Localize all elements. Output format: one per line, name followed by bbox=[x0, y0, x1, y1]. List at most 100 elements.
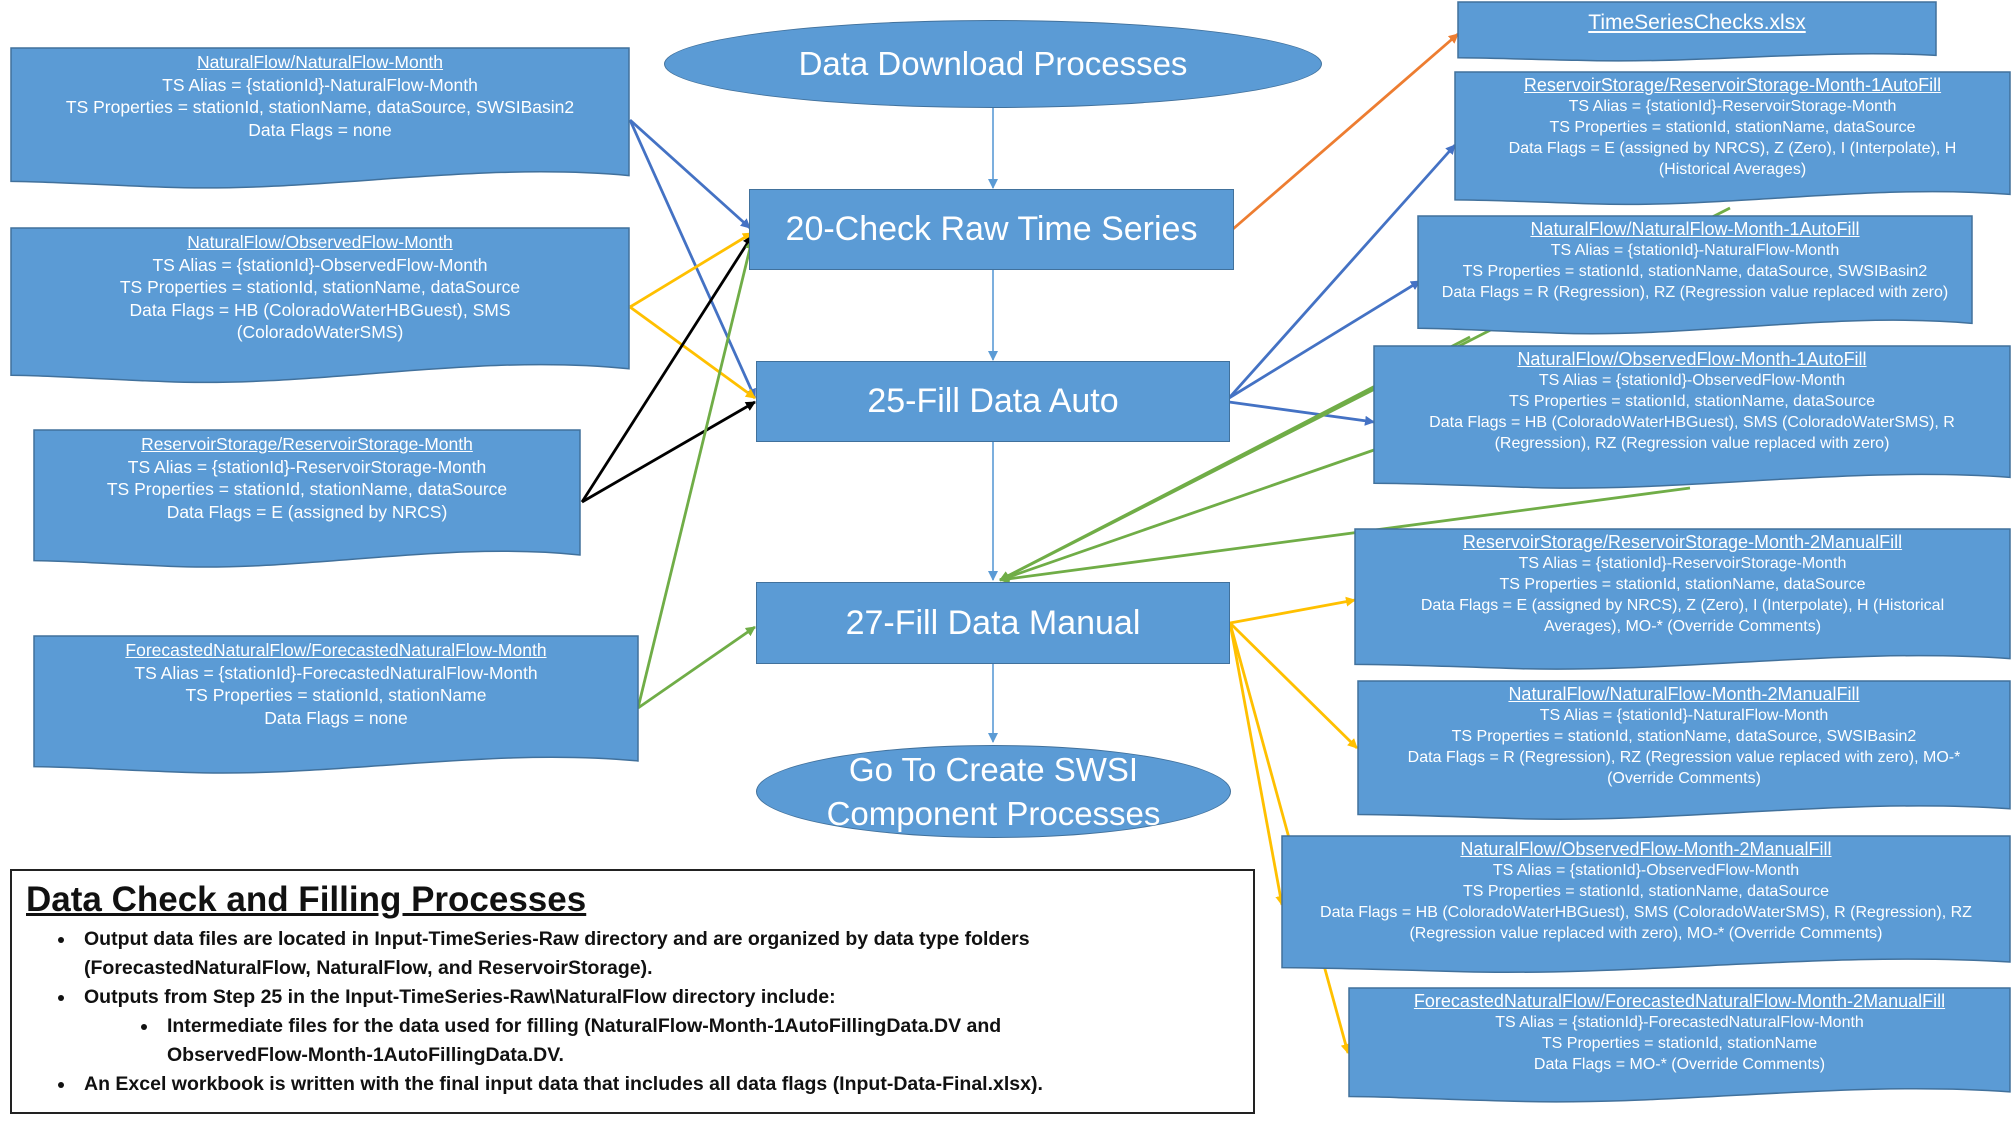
output-nat-manualfill-title[interactable]: NaturalFlow/NaturalFlow-Month-2ManualFil… bbox=[1508, 684, 1860, 704]
fill-manual-process[interactable]: 27-Fill Data Manual bbox=[756, 582, 1230, 664]
arrow-obs-autofill-to-manual bbox=[999, 448, 1375, 582]
fill-auto-process[interactable]: 25-Fill Data Auto bbox=[756, 361, 1230, 442]
input-observed-title[interactable]: NaturalFlow/ObservedFlow-Month bbox=[187, 232, 453, 252]
input-forecasted-props: TS Properties = stationId, stationName bbox=[185, 685, 487, 705]
input-forecasted-flags: Data Flags = none bbox=[264, 707, 408, 728]
input-forecasted-flow-doc[interactable]: ForecastedNaturalFlow/ForecastedNaturalF… bbox=[34, 636, 638, 778]
output-nat-autofill-props: TS Properties = stationId, stationName, … bbox=[1462, 263, 1928, 280]
end-label-line1: Go To Create SWSI bbox=[848, 750, 1139, 788]
input-observed-alias: TS Alias = {stationId}-ObservedFlow-Mont… bbox=[152, 254, 488, 275]
output-res-manualfill-alias: TS Alias = {stationId}-ReservoirStorage-… bbox=[1518, 555, 1847, 572]
output-res-manualfill-title[interactable]: ReservoirStorage/ReservoirStorage-Month-… bbox=[1462, 532, 1903, 552]
check-raw-process[interactable]: 20-Check Raw Time Series bbox=[749, 189, 1234, 270]
arrow-forecast-to-manual bbox=[637, 625, 756, 710]
note-output-location-line2: (ForecastedNaturalFlow, NaturalFlow, and… bbox=[84, 957, 653, 979]
output-fc-manualfill-flags: Data Flags = MO-* (Override Comments) bbox=[1533, 1056, 1826, 1073]
output-res-manualfill-flags: Data Flags = E (assigned by NRCS), Z (Ze… bbox=[1420, 597, 1945, 614]
input-forecasted-alias: TS Alias = {stationId}-ForecastedNatural… bbox=[134, 662, 538, 683]
output-obs-autofill-props: TS Properties = stationId, stationName, … bbox=[1509, 393, 1875, 410]
input-observed-flags: Data Flags = HB (ColoradoWaterHBGuest), … bbox=[129, 299, 511, 320]
output-res-manualfill-props: TS Properties = stationId, stationName, … bbox=[1499, 576, 1866, 593]
input-observed-flags-cont: (ColoradoWaterSMS) bbox=[236, 322, 404, 342]
output-obs-manualfill-title[interactable]: NaturalFlow/ObservedFlow-Month-2ManualFi… bbox=[1460, 839, 1832, 859]
arrow-natural-to-check bbox=[629, 118, 751, 230]
arrow-check-to-checks-file bbox=[1232, 32, 1459, 231]
output-obs-autofill-doc[interactable]: NaturalFlow/ObservedFlow-Month-1AutoFill… bbox=[1374, 346, 2010, 492]
note-excel-workbook-text: An Excel workbook is written with the fi… bbox=[84, 1073, 1043, 1095]
input-natural-props: TS Properties = stationId, stationName, … bbox=[65, 97, 575, 117]
fill-manual-label: 27-Fill Data Manual bbox=[845, 603, 1141, 642]
input-natural-alias: TS Alias = {stationId}-NaturalFlow-Month bbox=[162, 74, 478, 95]
arrow-manual-to-nat-manual bbox=[1229, 622, 1358, 749]
output-obs-manualfill-alias: TS Alias = {stationId}-ObservedFlow-Mont… bbox=[1492, 862, 1800, 879]
output-nat-autofill-alias: TS Alias = {stationId}-NaturalFlow-Month bbox=[1550, 242, 1840, 259]
note-intermediate-files-line2: ObservedFlow-Month-1AutoFillingData.DV. bbox=[167, 1044, 564, 1066]
arrow-obs-autofill-bottom-to-manual bbox=[999, 486, 1691, 584]
output-nat-manualfill-alias: TS Alias = {stationId}-NaturalFlow-Month bbox=[1539, 707, 1829, 724]
note-output-location-line1: Output data files are located in Input-T… bbox=[84, 928, 1030, 950]
output-obs-manualfill-doc[interactable]: NaturalFlow/ObservedFlow-Month-2ManualFi… bbox=[1282, 836, 2010, 976]
end-terminator[interactable]: Go To Create SWSI Component Processes bbox=[756, 745, 1231, 838]
notes-panel: Data Check and Filling Processes Output … bbox=[10, 869, 1255, 1114]
output-fc-manualfill-doc[interactable]: ForecastedNaturalFlow/ForecastedNaturalF… bbox=[1349, 988, 2010, 1106]
fill-auto-label: 25-Fill Data Auto bbox=[867, 382, 1119, 420]
output-nat-manualfill-doc[interactable]: NaturalFlow/NaturalFlow-Month-2ManualFil… bbox=[1358, 681, 2010, 823]
output-nat-autofill-flags: Data Flags = R (Regression), RZ (Regress… bbox=[1441, 284, 1949, 301]
input-reservoir-storage-doc[interactable]: ReservoirStorage/ReservoirStorage-Month … bbox=[34, 430, 580, 572]
notes-heading: Data Check and Filling Processes bbox=[26, 880, 587, 919]
output-obs-manualfill-props: TS Properties = stationId, stationName, … bbox=[1463, 883, 1829, 900]
output-res-autofill-alias: TS Alias = {stationId}-ReservoirStorage-… bbox=[1568, 98, 1897, 115]
output-obs-autofill-title[interactable]: NaturalFlow/ObservedFlow-Month-1AutoFill bbox=[1517, 349, 1867, 369]
output-fc-manualfill-props: TS Properties = stationId, stationName bbox=[1541, 1035, 1818, 1052]
input-natural-flow-doc[interactable]: NaturalFlow/NaturalFlow-Month TS Alias =… bbox=[11, 48, 629, 193]
output-checks-title[interactable]: TimeSeriesChecks.xlsx bbox=[1588, 11, 1806, 34]
input-reservoir-props: TS Properties = stationId, stationName, … bbox=[106, 479, 508, 499]
output-res-autofill-title[interactable]: ReservoirStorage/ReservoirStorage-Month-… bbox=[1523, 75, 1942, 95]
arrow-manual-to-obs-manual bbox=[1228, 622, 1286, 906]
arrow-auto-to-nat-autofill bbox=[1228, 279, 1421, 400]
check-raw-label: 20-Check Raw Time Series bbox=[785, 210, 1198, 248]
arrow-auto-to-res-autofill bbox=[1227, 144, 1457, 399]
notes-list: Output data files are located in Input-T… bbox=[26, 925, 1239, 1099]
output-res-autofill-doc[interactable]: ReservoirStorage/ReservoirStorage-Month-… bbox=[1455, 72, 2010, 208]
input-reservoir-flags: Data Flags = E (assigned by NRCS) bbox=[166, 501, 448, 522]
input-reservoir-alias: TS Alias = {stationId}-ReservoirStorage-… bbox=[127, 456, 487, 477]
input-reservoir-title[interactable]: ReservoirStorage/ReservoirStorage-Month bbox=[141, 434, 473, 454]
arrow-manual-to-res-manual bbox=[1229, 596, 1356, 625]
note-output-location: Output data files are located in Input-T… bbox=[76, 925, 1239, 983]
output-obs-manualfill-flags: Data Flags = HB (ColoradoWaterHBGuest), … bbox=[1320, 904, 1972, 921]
end-label-line2: Component Processes bbox=[826, 794, 1161, 832]
output-checks-doc[interactable]: TimeSeriesChecks.xlsx bbox=[1458, 2, 1936, 64]
note-intermediate-files-line1: Intermediate files for the data used for… bbox=[167, 1015, 1002, 1037]
input-forecasted-title[interactable]: ForecastedNaturalFlow/ForecastedNaturalF… bbox=[125, 640, 547, 660]
input-natural-title[interactable]: NaturalFlow/NaturalFlow-Month bbox=[196, 52, 444, 72]
start-label: Data Download Processes bbox=[798, 45, 1188, 82]
arrow-forecast-to-check bbox=[636, 239, 755, 709]
note-step25-outputs: Outputs from Step 25 in the Input-TimeSe… bbox=[76, 983, 1239, 1070]
notes-sublist: Intermediate files for the data used for… bbox=[84, 1012, 1239, 1070]
arrow-reservoir-to-auto bbox=[581, 400, 756, 504]
input-natural-flags: Data Flags = none bbox=[248, 119, 392, 140]
output-obs-autofill-alias: TS Alias = {stationId}-ObservedFlow-Mont… bbox=[1538, 372, 1846, 389]
output-res-autofill-props: TS Properties = stationId, stationName, … bbox=[1549, 119, 1916, 136]
output-res-autofill-flags: Data Flags = E (assigned by NRCS), Z (Ze… bbox=[1508, 140, 1957, 157]
output-obs-autofill-flags: Data Flags = HB (ColoradoWaterHBGuest), … bbox=[1429, 414, 1955, 431]
output-fc-manualfill-alias: TS Alias = {stationId}-ForecastedNatural… bbox=[1495, 1014, 1864, 1031]
output-res-autofill-flags-cont: (Historical Averages) bbox=[1658, 161, 1807, 178]
input-observed-flow-doc[interactable]: NaturalFlow/ObservedFlow-Month TS Alias … bbox=[11, 228, 629, 388]
output-obs-autofill-flags-cont: (Regression), RZ (Regression value repla… bbox=[1494, 435, 1890, 452]
output-nat-autofill-title[interactable]: NaturalFlow/NaturalFlow-Month-1AutoFill bbox=[1530, 219, 1860, 239]
output-nat-manualfill-props: TS Properties = stationId, stationName, … bbox=[1451, 728, 1917, 745]
note-intermediate-files: Intermediate files for the data used for… bbox=[159, 1012, 1239, 1070]
output-res-manualfill-flags-cont: Averages), MO-* (Override Comments) bbox=[1543, 618, 1822, 635]
output-fc-manualfill-title[interactable]: ForecastedNaturalFlow/ForecastedNaturalF… bbox=[1413, 991, 1946, 1011]
arrow-reservoir-to-check bbox=[580, 235, 754, 503]
output-nat-autofill-doc[interactable]: NaturalFlow/NaturalFlow-Month-1AutoFill … bbox=[1418, 216, 1972, 338]
arrow-observed-to-auto bbox=[629, 305, 756, 400]
start-terminator[interactable]: Data Download Processes bbox=[664, 20, 1322, 108]
output-res-manualfill-doc[interactable]: ReservoirStorage/ReservoirStorage-Month-… bbox=[1355, 529, 2010, 673]
output-nat-manualfill-flags: Data Flags = R (Regression), RZ (Regress… bbox=[1407, 749, 1961, 766]
output-nat-manualfill-flags-cont: (Override Comments) bbox=[1607, 770, 1761, 787]
note-step25-outputs-text: Outputs from Step 25 in the Input-TimeSe… bbox=[84, 986, 836, 1008]
arrow-auto-to-obs-autofill bbox=[1228, 400, 1375, 426]
